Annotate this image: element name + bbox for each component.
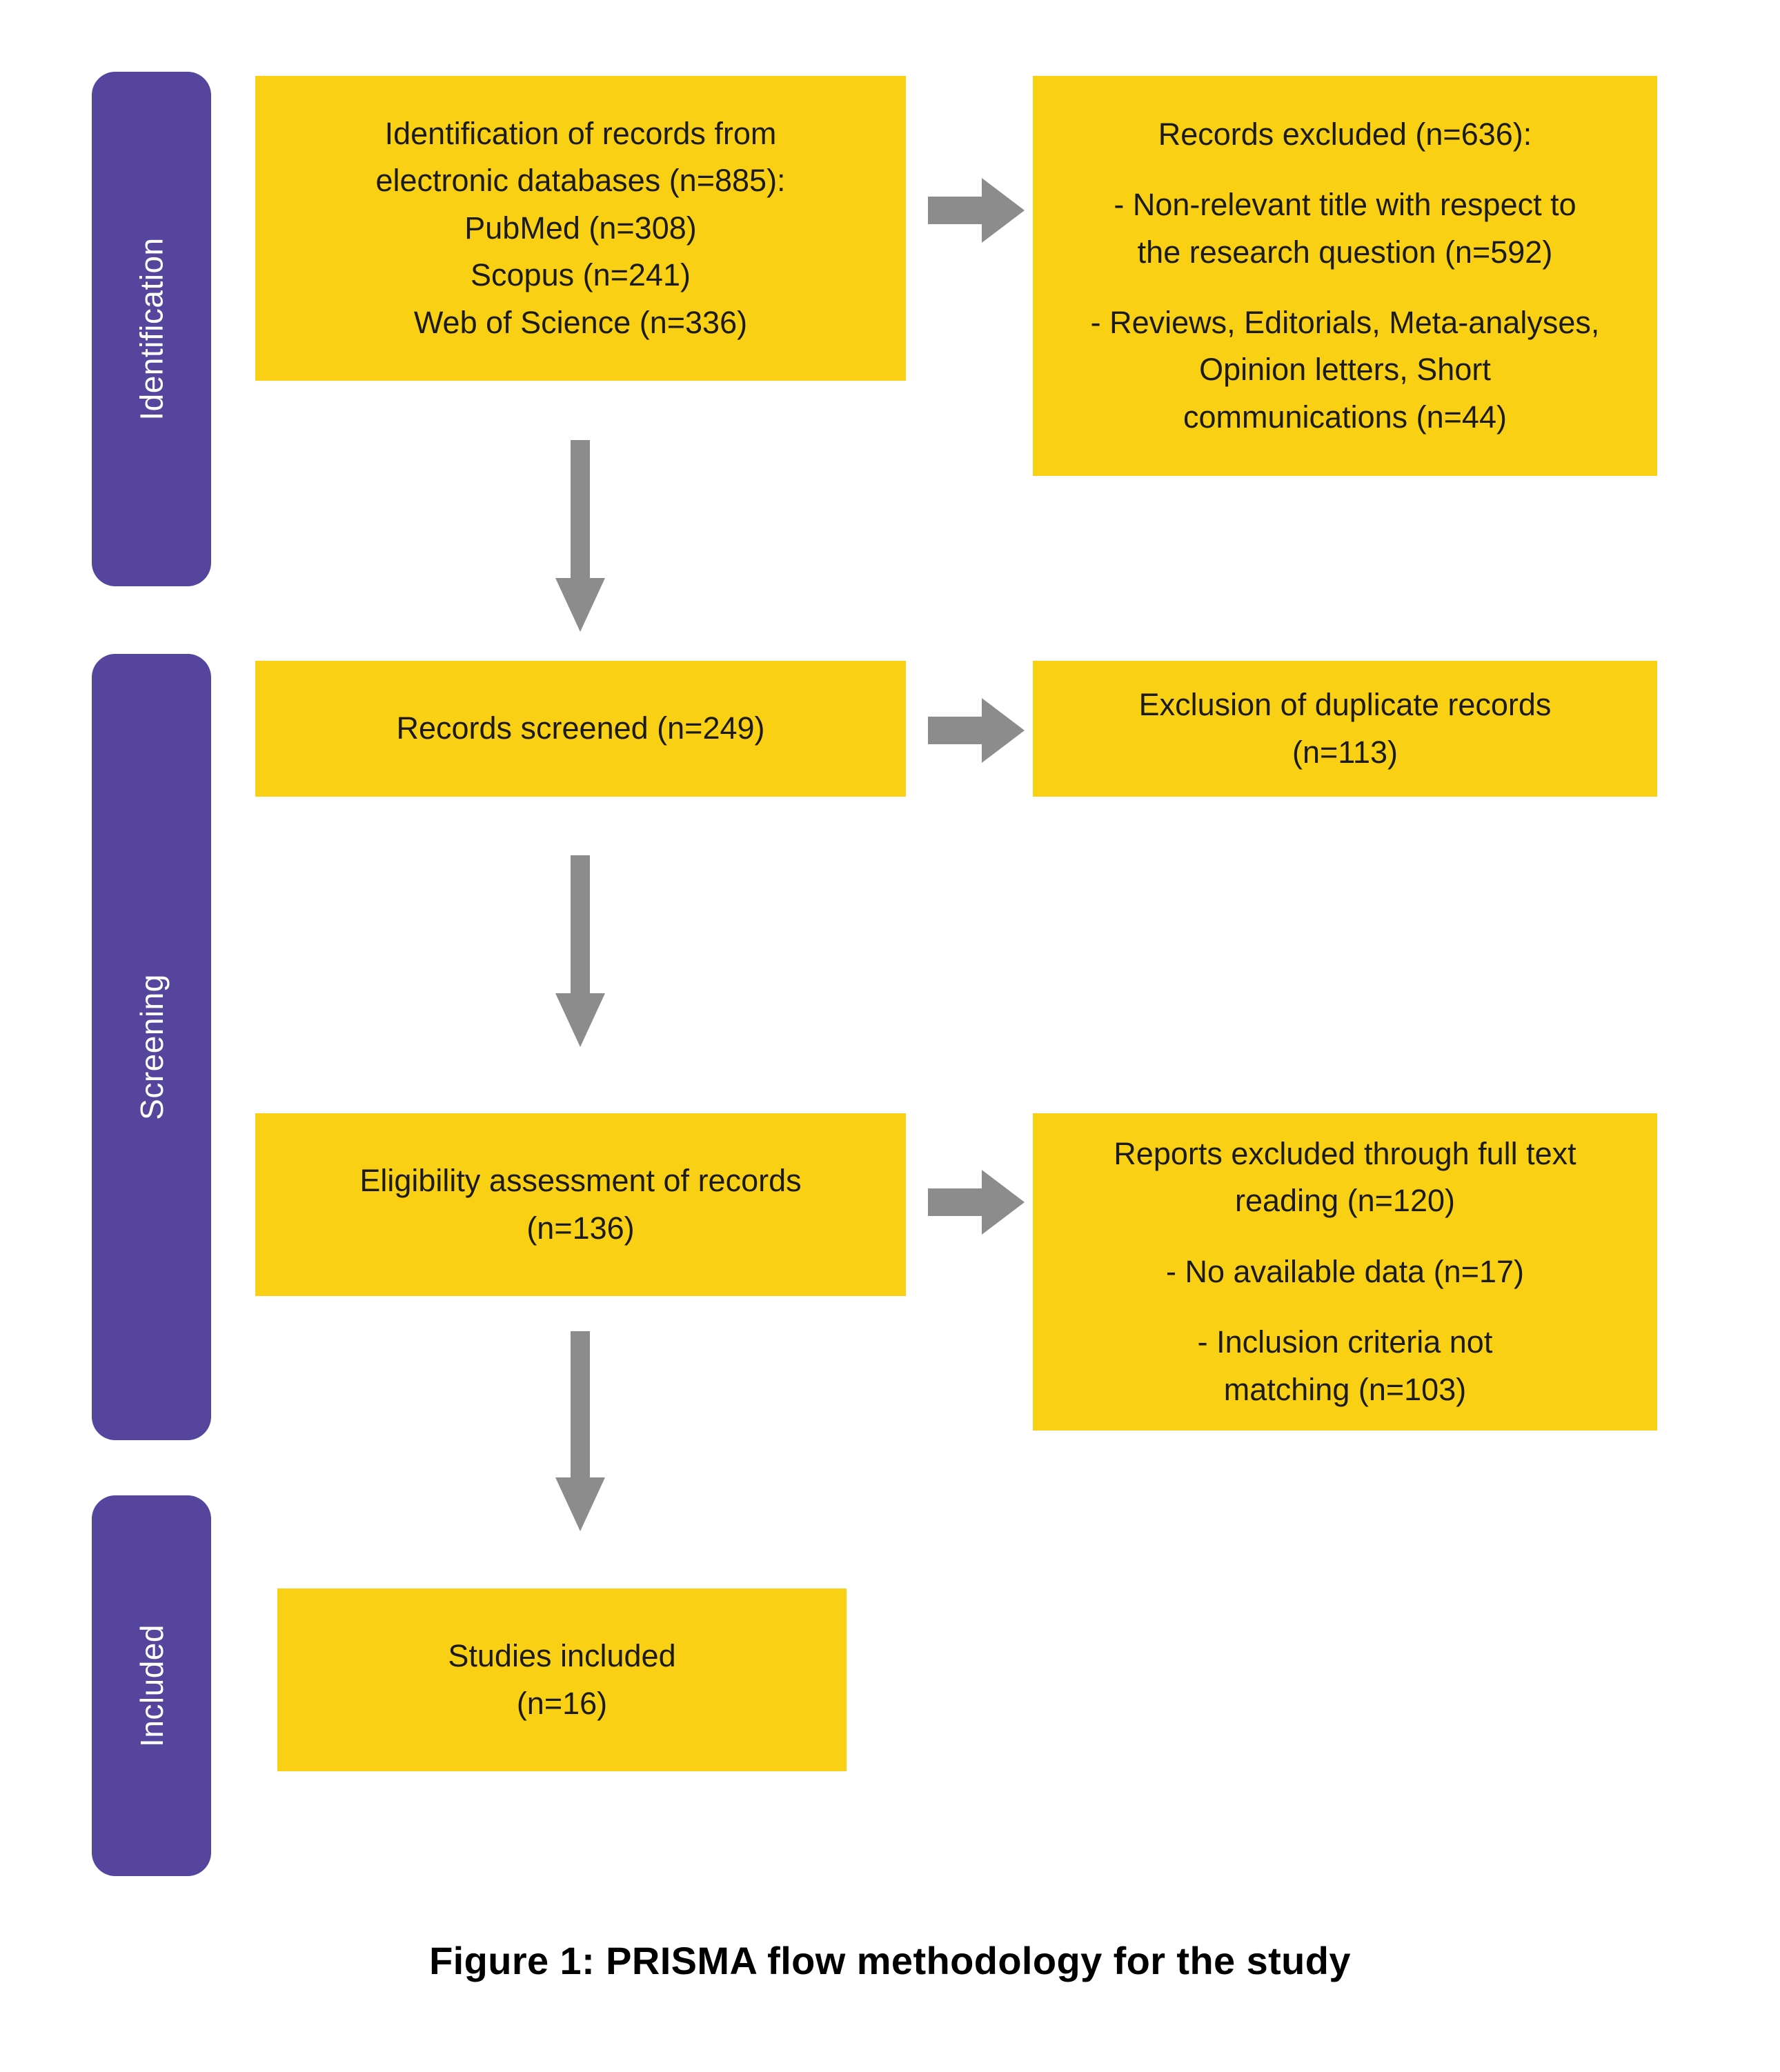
reports-excluded-line-3: - Inclusion criteria not matching (n=103… <box>1197 1324 1493 1407</box>
stage-bar-identification: Identification <box>92 72 211 586</box>
stage-label-screening: Screening <box>133 974 170 1120</box>
box-eligibility-assessment: Eligibility assessment of records (n=136… <box>255 1113 906 1296</box>
identification-records-line-3: PubMed (n=308) <box>464 210 697 246</box>
arrow-identification-to-screened <box>555 440 605 632</box>
box-studies-included: Studies included (n=16) <box>277 1588 847 1771</box>
stage-label-included: Included <box>133 1624 170 1747</box>
arrow-screened-to-duplicates <box>928 698 1025 763</box>
stage-label-identification: Identification <box>133 237 170 421</box>
identification-records-line-1: Identification of records from <box>384 116 777 152</box>
identification-records-line-5: Web of Science (n=336) <box>413 304 748 340</box>
box-identification-records: Identification of records from electroni… <box>255 76 906 381</box>
records-screened-line-1: Records screened (n=249) <box>396 710 765 746</box>
duplicates-excluded-line-1: Exclusion of duplicate records (n=113) <box>1138 687 1552 770</box>
arrow-eligibility-to-included <box>555 1331 605 1531</box>
identification-records-line-2: electronic databases (n=885): <box>375 163 786 199</box>
box-records-screened: Records screened (n=249) <box>255 661 906 797</box>
arrow-eligibility-to-reports-excluded <box>928 1170 1025 1235</box>
arrow-identification-to-excluded <box>928 178 1025 243</box>
box-duplicates-excluded: Exclusion of duplicate records (n=113) <box>1033 661 1657 797</box>
identification-records-line-4: Scopus (n=241) <box>471 257 691 293</box>
stage-bar-included: Included <box>92 1495 211 1876</box>
stage-bar-screening: Screening <box>92 654 211 1440</box>
eligibility-assessment-line-1: Eligibility assessment of records (n=136… <box>359 1163 802 1246</box>
reports-excluded-line-2: - No available data (n=17) <box>1165 1253 1525 1289</box>
records-excluded-line-1: Records excluded (n=636): <box>1158 116 1532 152</box>
figure-caption: Figure 1: PRISMA flow methodology for th… <box>429 1939 1351 1982</box>
arrow-screened-to-eligibility <box>555 855 605 1047</box>
reports-excluded-line-1: Reports excluded through full text readi… <box>1114 1136 1576 1219</box>
records-excluded-line-3: - Reviews, Editorials, Meta-analyses, Op… <box>1090 305 1600 435</box>
box-reports-excluded: Reports excluded through full text readi… <box>1033 1113 1657 1431</box>
studies-included-line-1: Studies included (n=16) <box>448 1638 676 1721</box>
box-records-excluded: Records excluded (n=636): - Non-relevant… <box>1033 76 1657 476</box>
records-excluded-line-2: - Non-relevant title with respect to the… <box>1114 187 1576 270</box>
